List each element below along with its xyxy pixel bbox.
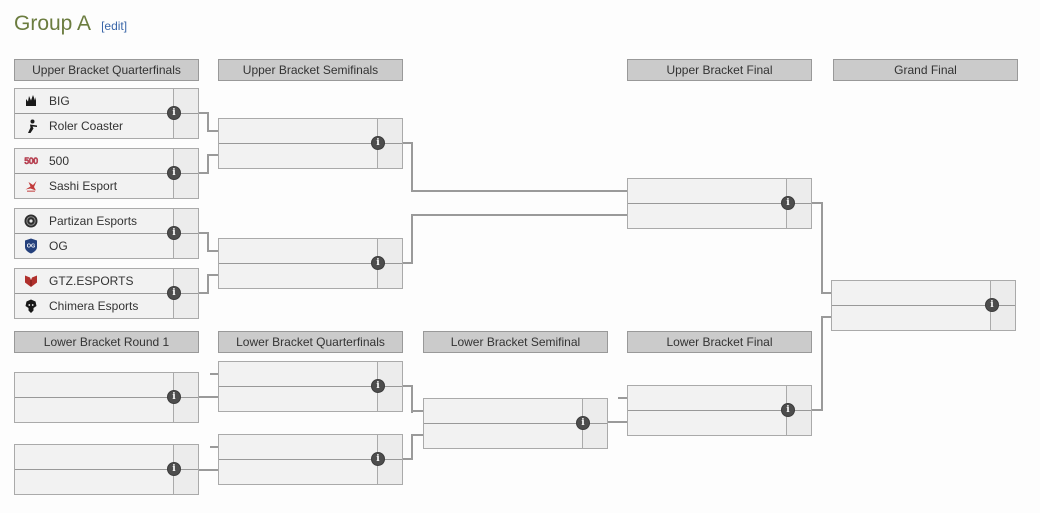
match-info-icon[interactable]: i <box>371 256 385 270</box>
edit-link[interactable]: [edit] <box>101 19 128 33</box>
match-info-icon[interactable]: i <box>167 166 181 180</box>
page-title: Group A <box>14 12 92 35</box>
gtz-logo-icon <box>22 272 40 290</box>
team-name[interactable]: Partizan Esports <box>49 214 138 228</box>
match-info-icon[interactable]: i <box>167 106 181 120</box>
partizan-logo-icon <box>22 212 40 230</box>
connector-line <box>812 409 823 411</box>
connector-line <box>608 421 627 423</box>
connector-line <box>199 396 218 398</box>
connector-line <box>821 316 823 411</box>
connector-line <box>207 274 218 276</box>
match-info-icon[interactable]: i <box>167 390 181 404</box>
match-ub-sf1 <box>218 118 403 169</box>
team-name[interactable]: Chimera Esports <box>49 299 139 313</box>
header-upper-quarterfinals: Upper Bracket Quarterfinals <box>14 59 199 81</box>
connector-line <box>403 142 413 144</box>
header-lower-quarterfinals: Lower Bracket Quarterfinals <box>218 331 403 353</box>
match-lb-sf <box>423 398 608 449</box>
header-upper-final: Upper Bracket Final <box>627 59 812 81</box>
group-title-row: Group A [edit] <box>14 12 127 36</box>
connector-line <box>411 434 423 436</box>
header-grand-final: Grand Final <box>833 59 1018 81</box>
match-info-icon[interactable]: i <box>781 403 795 417</box>
connector-line <box>821 292 831 294</box>
team-slot[interactable]: BIG <box>15 89 198 113</box>
connector-line <box>411 385 413 413</box>
connector-line <box>207 112 209 132</box>
connector-line <box>411 190 627 192</box>
roler-coaster-logo-icon <box>22 117 40 135</box>
team-slot[interactable]: 500 500 <box>15 149 198 173</box>
connector-line <box>207 154 209 174</box>
connector-line <box>403 458 413 460</box>
connector-line <box>207 154 218 156</box>
match-info-icon[interactable]: i <box>371 379 385 393</box>
connector-line <box>411 214 413 264</box>
team-slot[interactable]: OG OG <box>15 233 198 258</box>
connector-line <box>210 373 218 375</box>
connector-line <box>821 316 831 318</box>
connector-line <box>199 292 209 294</box>
sashi-logo-icon <box>22 177 40 195</box>
team-slot[interactable]: Roler Coaster <box>15 113 198 138</box>
match-ub-qf4: GTZ.ESPORTS Chimera Esports <box>14 268 199 319</box>
connector-line <box>199 112 209 114</box>
connector-line <box>618 397 627 399</box>
score-cell <box>582 424 607 448</box>
connector-line <box>199 232 209 234</box>
connector-line <box>411 434 413 460</box>
team-name[interactable]: Roler Coaster <box>49 119 124 133</box>
connector-line <box>210 446 218 448</box>
connector-line <box>207 130 218 132</box>
team-slot[interactable]: GTZ.ESPORTS <box>15 269 198 293</box>
connector-line <box>199 172 209 174</box>
team-name[interactable]: GTZ.ESPORTS <box>49 274 134 288</box>
team-500-logo-icon: 500 <box>24 156 38 166</box>
team-slot[interactable]: Chimera Esports <box>15 293 198 318</box>
match-info-icon[interactable]: i <box>167 462 181 476</box>
connector-line <box>411 142 413 192</box>
og-logo-icon: OG <box>22 237 40 255</box>
connector-line <box>207 274 209 294</box>
team-slot[interactable]: Sashi Esport <box>15 173 198 198</box>
header-lower-final: Lower Bracket Final <box>627 331 812 353</box>
connector-line <box>403 385 413 387</box>
header-upper-semifinals: Upper Bracket Semifinals <box>218 59 403 81</box>
score-cell <box>173 470 198 494</box>
connector-line <box>411 214 627 216</box>
connector-line <box>207 232 209 252</box>
match-info-icon[interactable]: i <box>167 226 181 240</box>
connector-line <box>821 202 823 294</box>
match-info-icon[interactable]: i <box>371 136 385 150</box>
team-slot[interactable] <box>15 469 198 494</box>
team-slot[interactable] <box>424 423 607 448</box>
match-info-icon[interactable]: i <box>781 196 795 210</box>
match-info-icon[interactable]: i <box>167 286 181 300</box>
connector-line <box>207 250 218 252</box>
team-name[interactable]: 500 <box>49 154 70 168</box>
match-info-icon[interactable]: i <box>576 416 590 430</box>
chimera-logo-icon <box>22 297 40 315</box>
match-info-icon[interactable]: i <box>371 452 385 466</box>
header-lower-round1: Lower Bracket Round 1 <box>14 331 199 353</box>
svg-text:OG: OG <box>27 244 36 250</box>
connector-line <box>411 410 423 412</box>
match-info-icon[interactable]: i <box>985 298 999 312</box>
big-logo-icon <box>22 92 40 110</box>
connector-line <box>812 202 823 204</box>
connector-line <box>403 262 413 264</box>
connector-line <box>199 469 218 471</box>
team-name[interactable]: BIG <box>49 94 70 108</box>
team-name[interactable]: OG <box>49 239 68 253</box>
header-lower-semifinal: Lower Bracket Semifinal <box>423 331 608 353</box>
team-name[interactable]: Sashi Esport <box>49 179 118 193</box>
